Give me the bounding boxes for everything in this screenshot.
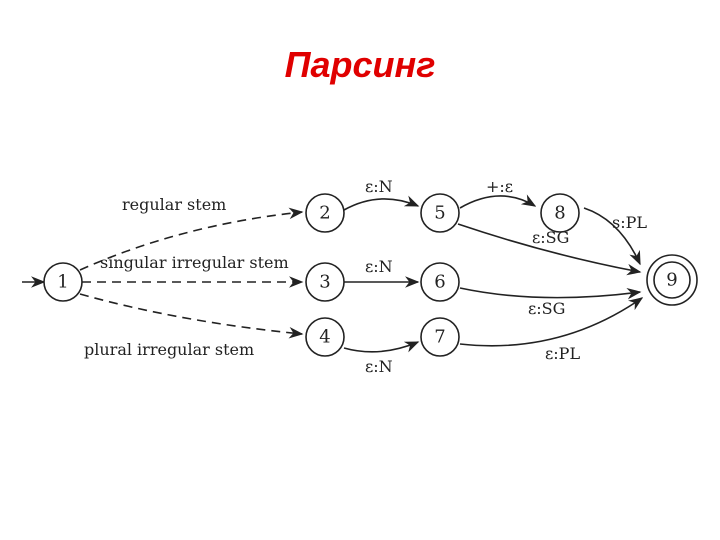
edge-label-regular-stem: regular stem bbox=[122, 195, 226, 214]
state-7: 7 bbox=[420, 317, 460, 357]
edge-5-8 bbox=[459, 194, 537, 209]
state-2: 2 bbox=[305, 193, 345, 233]
edge-label-plural-irregular-stem: plural irregular stem bbox=[84, 340, 254, 359]
edge-2-5 bbox=[343, 195, 420, 211]
state-1-label: 1 bbox=[57, 272, 68, 293]
edge-6-9 bbox=[459, 287, 642, 300]
state-8: 8 bbox=[540, 193, 580, 233]
edge-label-3-6: ε:N bbox=[365, 257, 393, 276]
edge-1-2 bbox=[79, 207, 304, 271]
edge-label-2-5: ε:N bbox=[365, 177, 393, 196]
state-4: 4 bbox=[305, 317, 345, 357]
edge-label-6-9: ε:SG bbox=[528, 299, 565, 318]
edge-8-9 bbox=[583, 207, 641, 266]
state-9-final: 9 bbox=[646, 254, 698, 306]
edge-4-7 bbox=[343, 341, 420, 353]
state-8-label: 8 bbox=[554, 203, 565, 224]
edge-1-4 bbox=[79, 293, 304, 339]
state-3-label: 3 bbox=[319, 272, 330, 293]
slide-title: Парсинг bbox=[284, 44, 436, 85]
state-5-label: 5 bbox=[434, 203, 445, 224]
edge-label-4-7: ε:N bbox=[365, 357, 393, 376]
edge-7-9 bbox=[459, 297, 644, 347]
state-9-label: 9 bbox=[666, 270, 677, 291]
state-1: 1 bbox=[43, 262, 83, 302]
edge-label-5-8: +:ε bbox=[486, 177, 513, 196]
edge-label-8-9: s:PL bbox=[612, 213, 647, 232]
state-6-label: 6 bbox=[434, 272, 445, 293]
state-4-label: 4 bbox=[319, 327, 330, 348]
state-6: 6 bbox=[420, 262, 460, 302]
edge-label-7-9: ε:PL bbox=[545, 344, 580, 363]
state-2-label: 2 bbox=[319, 203, 330, 224]
state-5: 5 bbox=[420, 193, 460, 233]
edge-label-5-9: ε:SG bbox=[532, 228, 569, 247]
edge-label-singular-irregular-stem: singular irregular stem bbox=[100, 253, 289, 272]
state-3: 3 bbox=[305, 262, 345, 302]
state-7-label: 7 bbox=[434, 327, 445, 348]
edge-5-9 bbox=[457, 223, 642, 276]
